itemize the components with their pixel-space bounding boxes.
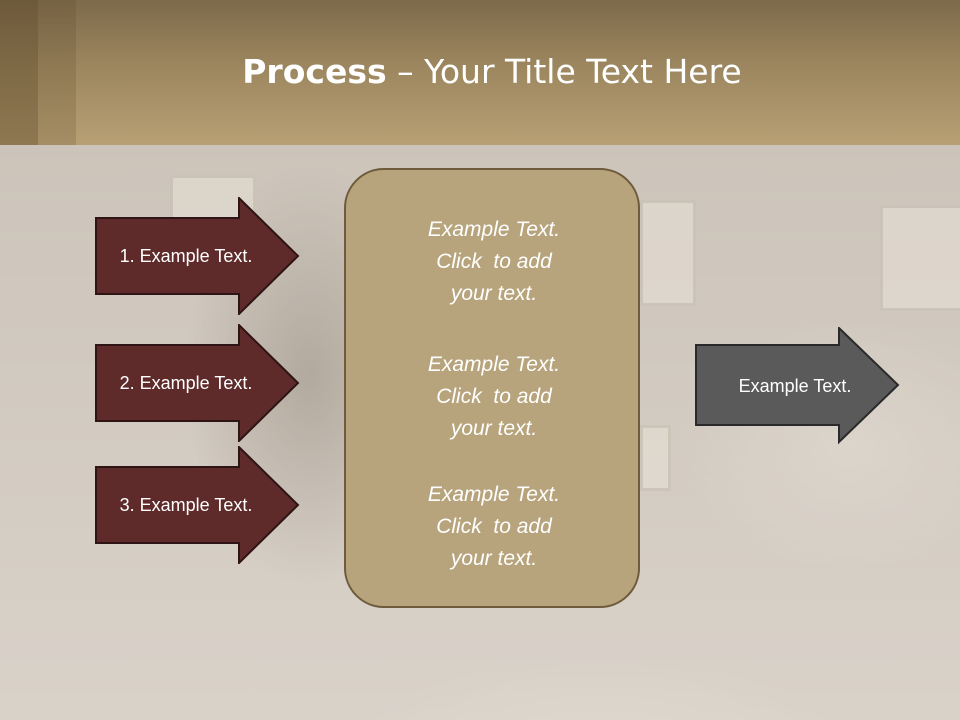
step-arrow-2[interactable]: 2. Example Text. [95,324,300,442]
arrow-shape [95,324,300,442]
center-text-item[interactable]: Example Text. Click to add your text. [427,218,561,305]
step-arrow-label: 2. Example Text. [119,372,253,393]
header-accent-bar [38,0,76,145]
result-arrow-label: Example Text. [738,375,852,396]
arrow-shape [695,327,900,445]
step-arrow-3[interactable]: 3. Example Text. [95,446,300,564]
center-text-item[interactable]: Example Text. Click to add your text. [427,353,561,440]
title-band: Process – Your Title Text Here [0,0,960,145]
step-arrow-1[interactable]: 1. Example Text. [95,197,300,315]
center-text-item[interactable]: Example Text. Click to add your text. [427,483,561,570]
result-arrow[interactable]: Example Text. [695,327,900,445]
page-title[interactable]: Process – Your Title Text Here [0,52,960,91]
arrow-shape [95,446,300,564]
arrow-shape [95,197,300,315]
page-title-bold: Process [242,52,387,91]
step-arrow-label: 1. Example Text. [119,245,253,266]
header-accent-bar [0,0,38,145]
step-arrow-label: 3. Example Text. [119,494,253,515]
center-text-box[interactable]: Example Text. Click to add your text. Ex… [344,168,640,608]
page-title-rest: – Your Title Text Here [386,52,742,91]
